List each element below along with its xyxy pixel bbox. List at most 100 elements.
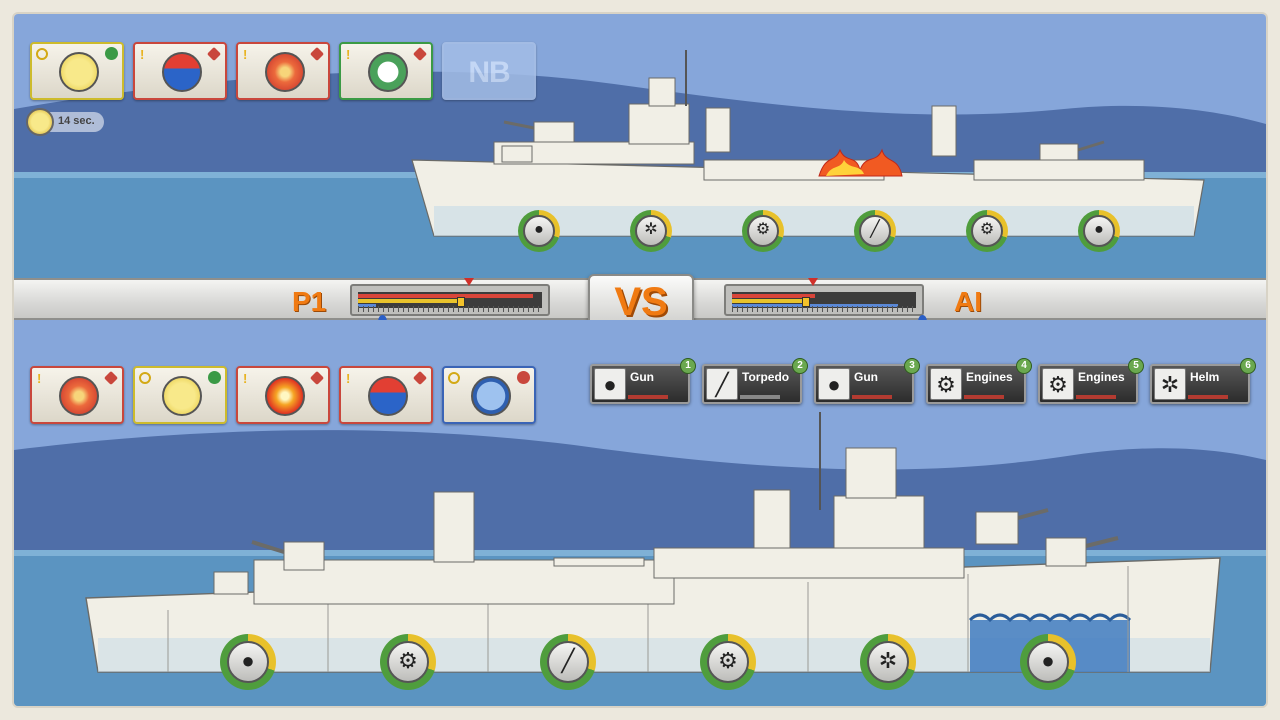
alert-icon: ! bbox=[140, 47, 145, 62]
target-engines-5[interactable]: ⚙ Engines 5 bbox=[1038, 358, 1144, 404]
target-number: 1 bbox=[680, 358, 696, 374]
ai-meter-yellow bbox=[732, 299, 806, 303]
ai-meter-blue bbox=[732, 304, 898, 307]
crew-icon bbox=[368, 52, 408, 92]
enemy-compartment-5[interactable]: ⚙ bbox=[966, 210, 1008, 252]
target-label: Gun bbox=[854, 370, 878, 384]
gear-icon: ⚙ bbox=[747, 215, 779, 247]
player-label: P1 bbox=[292, 286, 327, 317]
enemy-card-flooding[interactable]: ! bbox=[133, 42, 227, 100]
player-meter-red bbox=[358, 294, 533, 298]
helicopter-icon bbox=[26, 108, 54, 136]
shell-icon: ● bbox=[227, 641, 269, 683]
target-number: 3 bbox=[904, 358, 920, 374]
player-ship bbox=[85, 412, 1221, 673]
damage-icon bbox=[309, 46, 325, 62]
ai-label: AI bbox=[954, 286, 982, 317]
enemy-compartment-1[interactable]: ● bbox=[518, 210, 560, 252]
helicopter-icon bbox=[59, 52, 99, 92]
explosion-icon bbox=[265, 376, 305, 416]
timer-icon bbox=[448, 372, 460, 384]
timer-icon bbox=[139, 372, 151, 384]
target-number: 5 bbox=[1128, 358, 1144, 374]
player-compartment-3[interactable]: ╱ bbox=[540, 634, 596, 690]
enemy-card-nb[interactable]: NB bbox=[442, 42, 536, 100]
target-gun-1[interactable]: ● Gun 1 bbox=[590, 358, 696, 404]
enemy-compartment-4[interactable]: ╱ bbox=[854, 210, 896, 252]
player-card-fire[interactable]: ! bbox=[30, 366, 124, 424]
shell-icon: ● bbox=[594, 368, 626, 400]
player-meter bbox=[350, 278, 550, 326]
flooding-icon bbox=[162, 52, 202, 92]
ai-meter-red bbox=[732, 294, 815, 298]
alert-icon: ! bbox=[243, 47, 248, 62]
damage-icon bbox=[412, 46, 428, 62]
player-compartment-2[interactable]: ⚙ bbox=[380, 634, 436, 690]
helm-icon: ✲ bbox=[1154, 368, 1186, 400]
player-card-helicopter[interactable] bbox=[133, 366, 227, 424]
timer-text: 14 sec. bbox=[58, 115, 95, 127]
player-card-repair[interactable] bbox=[442, 366, 536, 424]
nb-label: NB bbox=[468, 56, 510, 89]
ai-meter-knob bbox=[801, 297, 810, 307]
gear-icon: ⚙ bbox=[971, 215, 1003, 247]
player-meter-knob bbox=[457, 297, 466, 307]
timer-icon bbox=[36, 48, 48, 60]
enemy-compartment-3[interactable]: ⚙ bbox=[742, 210, 784, 252]
alert-icon: ! bbox=[37, 371, 42, 386]
target-engines-4[interactable]: ⚙ Engines 4 bbox=[926, 358, 1032, 404]
enemy-panel: ! ! ! NB 14 sec. ● ✲ ⚙ ╱ ⚙ ● bbox=[14, 14, 1266, 278]
shell-icon: ● bbox=[523, 215, 555, 247]
fire-icon bbox=[265, 52, 305, 92]
fire-icon bbox=[59, 376, 99, 416]
crew-icon bbox=[105, 47, 118, 60]
target-helm-6[interactable]: ✲ Helm 6 bbox=[1150, 358, 1256, 404]
gear-icon: ⚙ bbox=[707, 641, 749, 683]
vs-badge: VS bbox=[588, 274, 694, 328]
damage-icon bbox=[309, 370, 325, 386]
gear-icon: ⚙ bbox=[930, 368, 962, 400]
enemy-compartment-6[interactable]: ● bbox=[1078, 210, 1120, 252]
player-compartment-1[interactable]: ● bbox=[220, 634, 276, 690]
alert-icon: ! bbox=[346, 47, 351, 62]
versus-bar: P1 VS AI bbox=[14, 274, 1266, 328]
target-label: Gun bbox=[630, 370, 654, 384]
shell-icon: ● bbox=[1027, 641, 1069, 683]
shell-icon: ● bbox=[1083, 215, 1115, 247]
player-compartment-5[interactable]: ✲ bbox=[860, 634, 916, 690]
target-label: Helm bbox=[1190, 370, 1220, 384]
ai-meter bbox=[724, 278, 927, 326]
enemy-ship bbox=[411, 50, 1205, 237]
player-compartment-4[interactable]: ⚙ bbox=[700, 634, 756, 690]
gear-icon: ⚙ bbox=[1042, 368, 1074, 400]
player-card-flooding[interactable]: ! bbox=[339, 366, 433, 424]
repair-icon bbox=[471, 376, 511, 416]
torpedo-icon: ╱ bbox=[547, 641, 589, 683]
alert-icon: ! bbox=[243, 371, 248, 386]
target-label: Engines bbox=[1078, 370, 1125, 384]
shell-icon: ● bbox=[818, 368, 850, 400]
player-meter-blue bbox=[358, 304, 377, 307]
enemy-card-helicopter[interactable] bbox=[30, 42, 124, 100]
enemy-scene bbox=[14, 14, 1266, 278]
helm-icon: ✲ bbox=[867, 641, 909, 683]
damage-icon bbox=[517, 371, 530, 384]
player-card-blast[interactable]: ! bbox=[236, 366, 330, 424]
flooding-icon bbox=[368, 376, 408, 416]
damage-icon bbox=[206, 46, 222, 62]
crew-icon bbox=[208, 371, 221, 384]
enemy-card-crew[interactable]: ! bbox=[339, 42, 433, 100]
target-number: 4 bbox=[1016, 358, 1032, 374]
alert-icon: ! bbox=[346, 371, 351, 386]
torpedo-icon: ╱ bbox=[706, 368, 738, 400]
target-number: 2 bbox=[792, 358, 808, 374]
damage-icon bbox=[412, 370, 428, 386]
player-compartment-6[interactable]: ● bbox=[1020, 634, 1076, 690]
helm-icon: ✲ bbox=[635, 215, 667, 247]
target-gun-3[interactable]: ● Gun 3 bbox=[814, 358, 920, 404]
enemy-card-fire[interactable]: ! bbox=[236, 42, 330, 100]
enemy-compartment-2[interactable]: ✲ bbox=[630, 210, 672, 252]
target-torpedo-2[interactable]: ╱ Torpedo 2 bbox=[702, 358, 808, 404]
torpedo-icon: ╱ bbox=[859, 215, 891, 247]
player-meter-yellow bbox=[358, 299, 462, 303]
